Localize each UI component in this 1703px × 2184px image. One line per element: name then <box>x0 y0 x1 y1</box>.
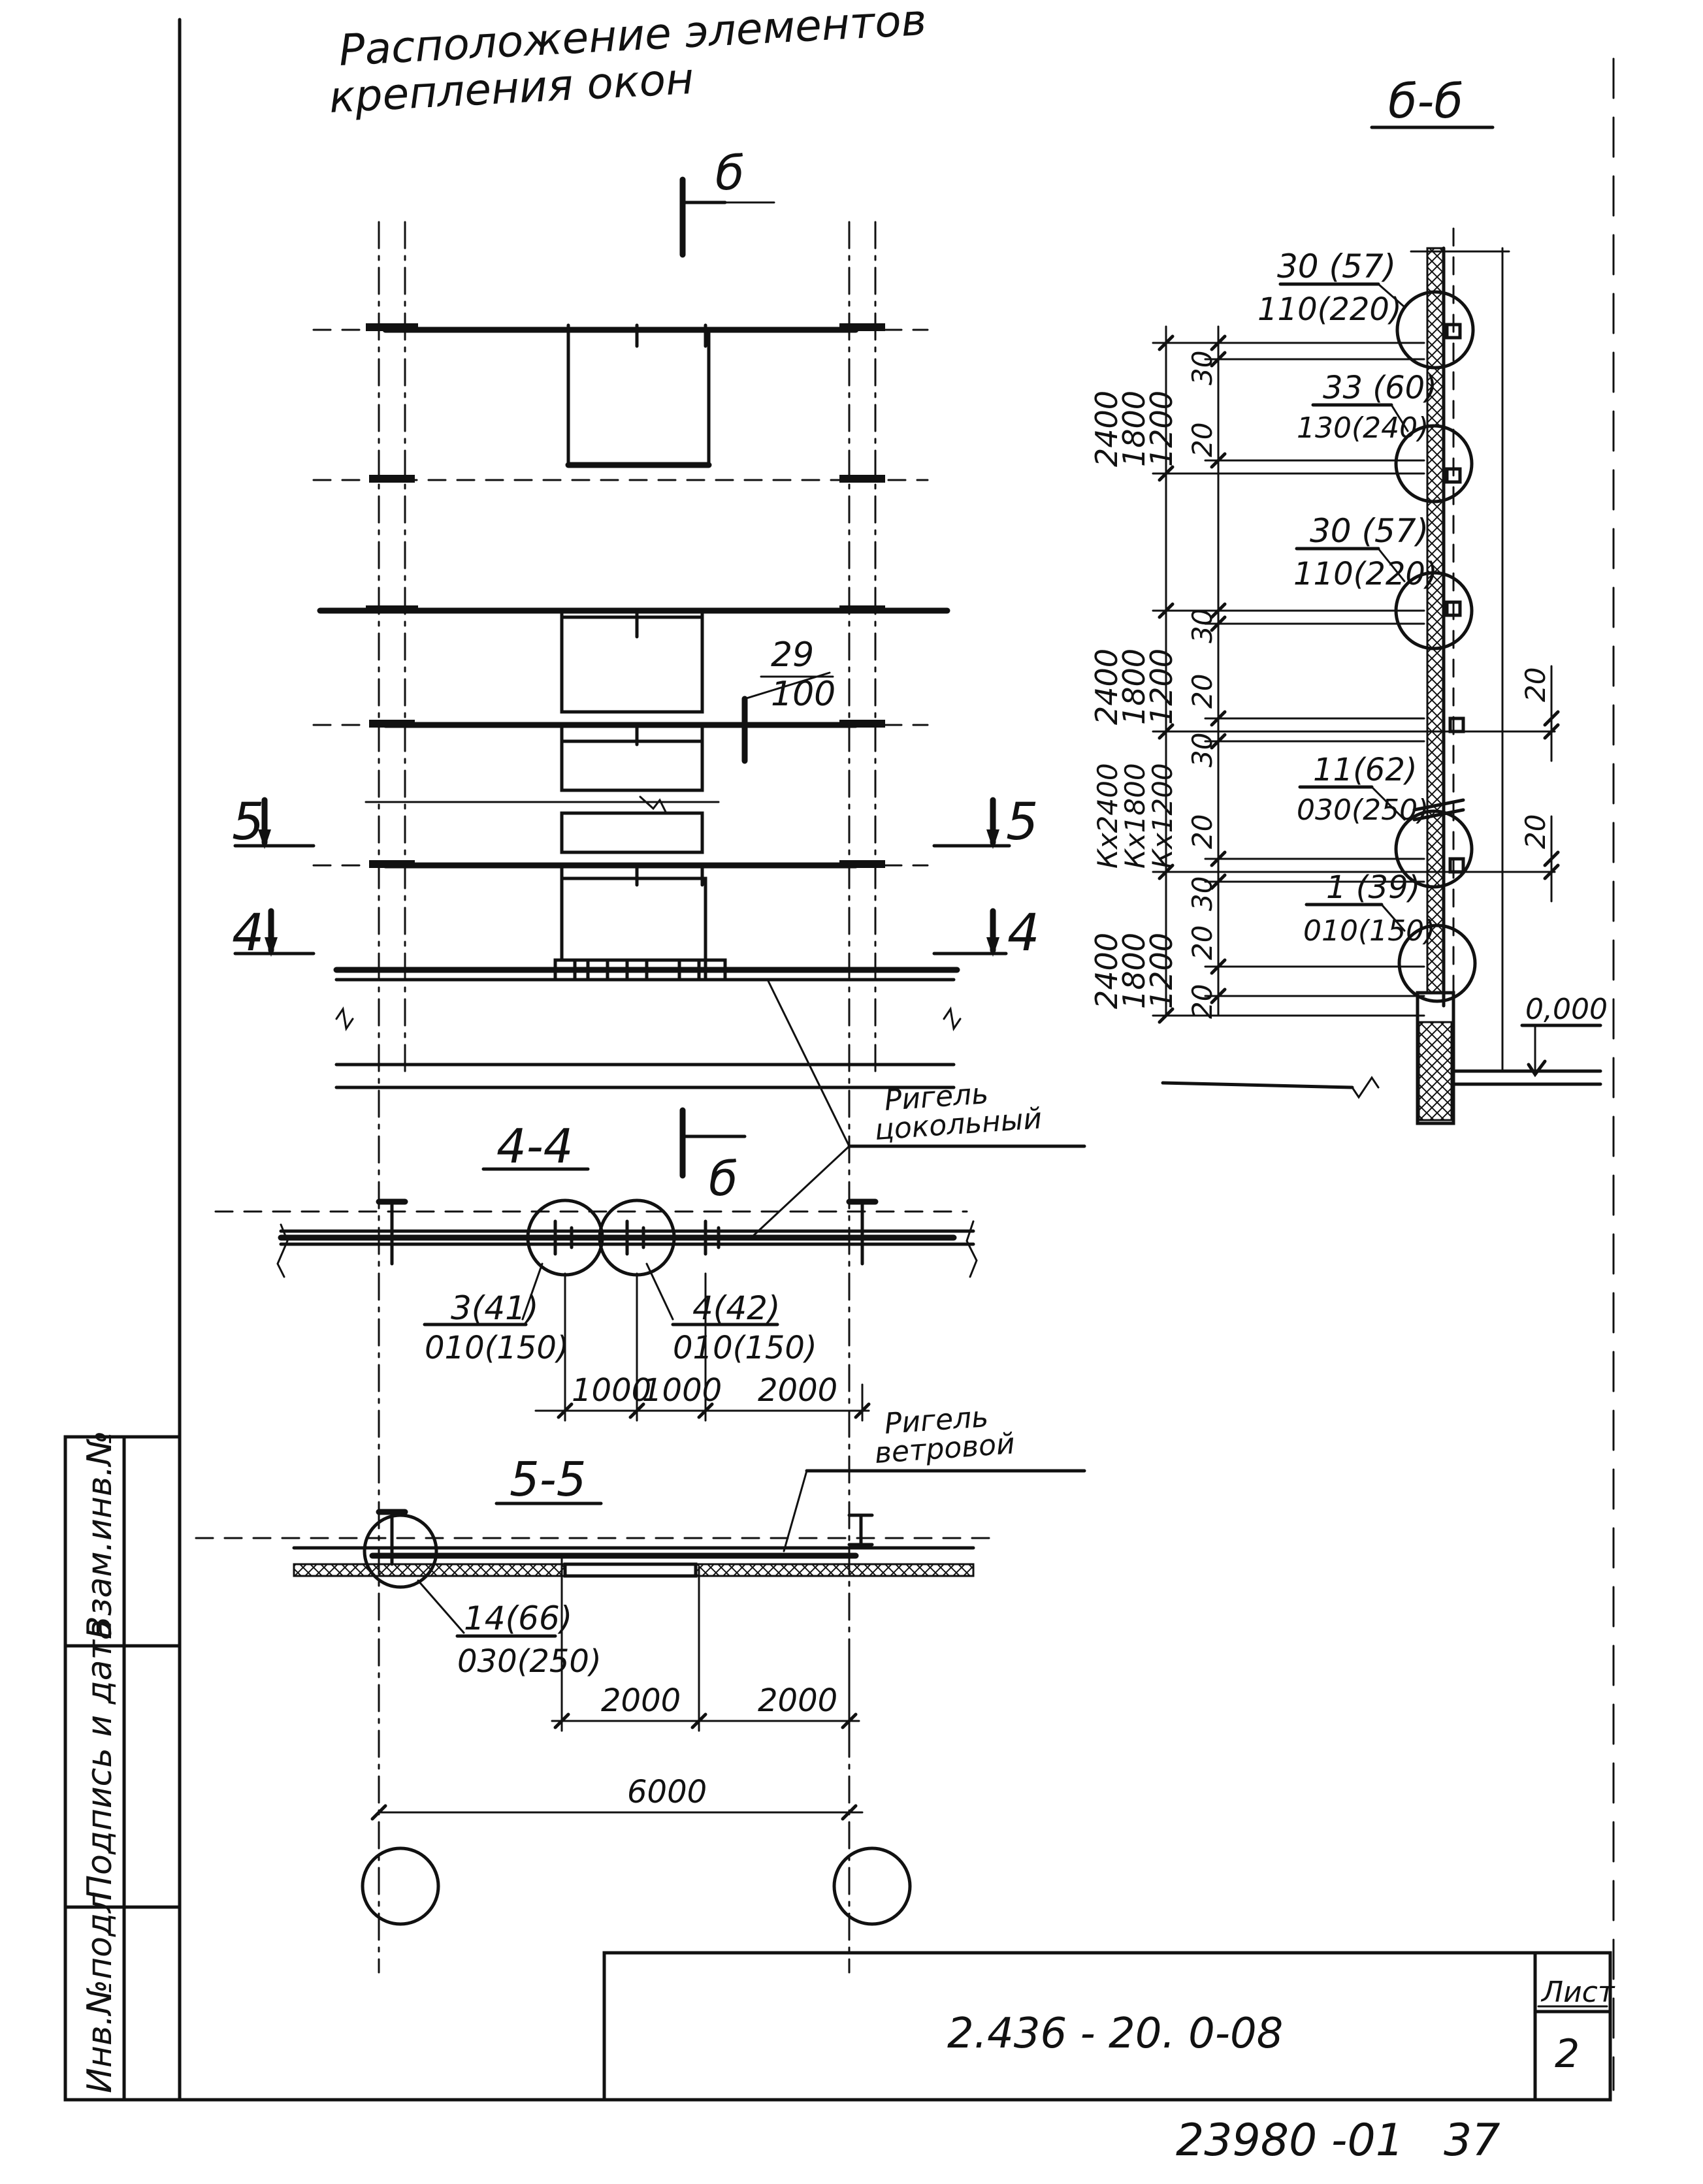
svg-text:1800: 1800 <box>1116 933 1152 1009</box>
stamp-replaced-inv: Взам.инв.№ <box>80 1430 120 1639</box>
section-5-overall-dim: 6000 <box>627 1774 707 1810</box>
svg-text:1200: 1200 <box>1144 649 1179 725</box>
heights-group-3: Кх2400 Кх1800 Кх1200 <box>1092 763 1178 869</box>
sheet-number: 2 <box>1555 2031 1580 2077</box>
b-callout-3: 30 (57) 110(220) <box>1293 512 1438 592</box>
cut-mark-5-right: 5 <box>932 793 1039 852</box>
svg-text:5: 5 <box>1006 793 1039 852</box>
section-5-callout-bottom: 030(250) <box>457 1643 602 1680</box>
svg-text:1800: 1800 <box>1116 391 1152 467</box>
svg-text:30: 30 <box>1186 876 1218 911</box>
axis-bubble-left <box>361 1846 440 1926</box>
svg-text:5: 5 <box>232 793 265 852</box>
section-4-4: 4-4 б Ригель цокольн <box>214 978 1086 1422</box>
heights-group-1: 2400 1800 1200 <box>1089 391 1179 467</box>
cut-mark-4-left: 4 <box>232 904 316 963</box>
section-4-dim-2: 1000 <box>642 1372 722 1409</box>
svg-text:11(62): 11(62) <box>1313 752 1418 788</box>
section-5-5-title: 5-5 <box>510 1452 587 1507</box>
section-b-b-title: б-б <box>1388 74 1463 129</box>
b-callout-2: 33 (60) 130(240) <box>1297 370 1437 445</box>
heights-group-4: 2400 1800 1200 <box>1089 933 1179 1009</box>
section-4-4-title: 4-4 <box>496 1119 574 1174</box>
beam-label-wind-1: Ригель <box>883 1400 990 1441</box>
svg-text:20: 20 <box>1186 423 1218 457</box>
svg-text:30 (57): 30 (57) <box>1277 248 1396 285</box>
b-right-dim-2: 20 <box>1519 814 1551 849</box>
stamp-signature-date: Подпись и дата <box>80 1619 120 1901</box>
svg-text:2400: 2400 <box>1089 649 1124 725</box>
svg-text:1200: 1200 <box>1144 933 1179 1009</box>
section-5-dim-1: 2000 <box>601 1682 681 1719</box>
drawing-code: 2.436 - 20. 0-08 <box>947 2010 1283 2058</box>
b-right-dim-1: 20 <box>1519 667 1551 702</box>
elevation-callout-bottom: 100 <box>771 675 835 714</box>
svg-text:1200: 1200 <box>1144 391 1179 467</box>
cut-mark-5-left: 5 <box>232 793 316 852</box>
b-callout-5: 1 (39) 010(150) <box>1303 869 1435 948</box>
beam-label-plinth-1: Ригель <box>883 1077 990 1117</box>
elevation-callout-top: 29 <box>771 635 814 675</box>
svg-text:б: б <box>715 146 744 201</box>
svg-text:2400: 2400 <box>1089 933 1124 1009</box>
svg-text:110(220): 110(220) <box>1293 556 1438 592</box>
svg-text:30: 30 <box>1186 351 1218 385</box>
svg-text:20: 20 <box>1186 925 1218 960</box>
b-small-dims: 30 20 30 20 30 20 30 20 20 <box>1186 351 1218 1019</box>
section-4-callout-2-bottom: 010(150) <box>673 1330 817 1366</box>
section-4-callout-1-top: 3(41) <box>451 1289 538 1327</box>
section-4-callout-1-bottom: 010(150) <box>425 1330 569 1366</box>
section-4-callout-2-top: 4(42) <box>692 1289 780 1327</box>
section-5-dim-2: 2000 <box>758 1682 837 1719</box>
cut-mark-4-right: 4 <box>932 904 1040 963</box>
b-callout-4: 11(62) 030(250) <box>1297 752 1429 827</box>
svg-text:1800: 1800 <box>1116 649 1152 725</box>
section-5-callout-top: 14(66) <box>464 1599 572 1637</box>
sheet-label: Лист <box>1540 1976 1615 2009</box>
window-elevation: 29 100 б 5 5 4 <box>232 146 1040 1974</box>
svg-text:33 (60): 33 (60) <box>1323 370 1437 406</box>
footer-page-number: 37 <box>1444 2115 1500 2166</box>
footer-order-number: 23980 -01 <box>1176 2115 1404 2166</box>
svg-text:Кх2400: Кх2400 <box>1092 763 1124 869</box>
axis-bubble-right <box>832 1846 912 1926</box>
cut-mark-b-mid: б <box>679 1107 747 1206</box>
section-4-dim-3: 2000 <box>758 1372 837 1409</box>
cut-mark-b-top: б <box>679 146 775 258</box>
svg-text:010(150): 010(150) <box>1303 914 1435 948</box>
svg-text:30: 30 <box>1186 733 1218 767</box>
svg-text:30: 30 <box>1186 609 1218 643</box>
svg-text:20: 20 <box>1186 814 1218 849</box>
svg-text:Кх1200: Кх1200 <box>1146 763 1178 869</box>
svg-text:110(220): 110(220) <box>1257 291 1402 328</box>
side-stamp: Инв.№подл Подпись и дата Взам.инв.№ <box>63 1430 182 2102</box>
svg-text:20: 20 <box>1186 674 1218 709</box>
svg-text:4: 4 <box>1007 904 1040 963</box>
b-callout-1: 30 (57) 110(220) <box>1257 248 1406 328</box>
stamp-inv-no: Инв.№подл <box>80 1891 120 2093</box>
svg-text:030(250): 030(250) <box>1297 794 1429 827</box>
heights-group-2: 2400 1800 1200 <box>1089 649 1179 725</box>
svg-text:2400: 2400 <box>1089 391 1124 467</box>
svg-text:30 (57): 30 (57) <box>1310 512 1429 550</box>
svg-text:б: б <box>709 1151 738 1206</box>
svg-text:Кх1800: Кх1800 <box>1119 763 1151 869</box>
section-b-b: б-б 0,000 <box>1089 74 1608 1125</box>
level-mark: 0,000 <box>1525 993 1608 1026</box>
section-5-5: 5-5 Ригель ветровой 14(66) 030(250) <box>195 1400 1086 1926</box>
svg-text:20: 20 <box>1186 984 1218 1019</box>
svg-text:130(240): 130(240) <box>1297 411 1429 445</box>
title-block: 2.436 - 20. 0-08 Лист 2 <box>602 1951 1615 2102</box>
svg-text:1 (39): 1 (39) <box>1326 869 1420 906</box>
section-4-dim-1: 1000 <box>572 1372 651 1409</box>
i-beam-symbol <box>847 1513 874 1547</box>
